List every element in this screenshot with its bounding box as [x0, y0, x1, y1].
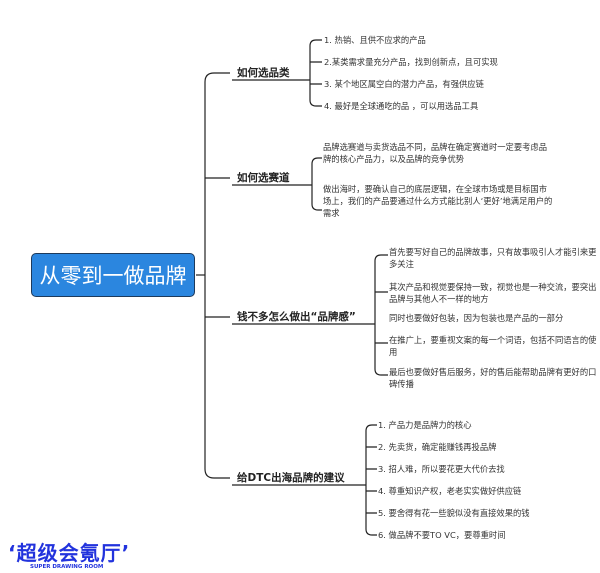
- leaf-item[interactable]: 同时也要做好包装，因为包装也是产品的一部分: [389, 313, 564, 323]
- leaf-item[interactable]: 其次产品和视觉要保持一致，视觉也是一种交流，要突出品牌与其他人不一样的地方: [389, 282, 597, 304]
- leaf-item[interactable]: 4. 尊重知识产权，老老实实做好供应链: [378, 486, 522, 496]
- leaf-item[interactable]: 3. 招人难，所以要花更大代价去找: [378, 464, 505, 474]
- logo: ‘超级会氪厅’ SUPER DRAWING ROOM: [8, 537, 130, 570]
- leaf-item[interactable]: 2.某类需求量充分产品，找到创新点，且可实现: [324, 57, 498, 67]
- leaf-item[interactable]: 4. 最好是全球通吃的品 ，可以用选品工具: [324, 101, 479, 111]
- leaf-item[interactable]: 1. 热销、且供不应求的产品: [324, 35, 426, 45]
- leaf-item[interactable]: 最后也要做好售后服务，好的售后能帮助品牌有更好的口碑传播: [389, 367, 597, 389]
- branch-product-selection[interactable]: 如何选品类: [237, 67, 290, 79]
- leaf-item[interactable]: 首先要写好自己的品牌故事，只有故事吸引人才能引来更多关注: [389, 247, 597, 269]
- leaf-item[interactable]: 3. 某个地区属空白的潜力产品，有强供应链: [324, 79, 484, 89]
- logo-cn: ‘超级会氪厅’: [8, 541, 131, 565]
- leaf-item[interactable]: 品牌选赛道与卖货选品不同，品牌在确定赛道时一定要考虑品牌的核心产品力，以及品牌的…: [323, 142, 548, 164]
- leaf-item[interactable]: 6. 做品牌不要TO VC，要尊重时间: [378, 530, 506, 540]
- leaf-item[interactable]: 在推广上，要重视文案的每一个词语，包括不同语言的使用: [389, 335, 597, 357]
- branch-dtc-advice[interactable]: 给DTC出海品牌的建议: [237, 472, 345, 484]
- logo-en: SUPER DRAWING ROOM: [30, 564, 104, 570]
- root-node[interactable]: 从零到一做品牌: [31, 253, 195, 297]
- branch-brand-feel[interactable]: 钱不多怎么做出“品牌感”: [237, 311, 356, 323]
- root-title: 从零到一做品牌: [39, 264, 187, 288]
- leaf-item[interactable]: 做出海时，要确认自己的底层逻辑，在全球市场或是目标国市场上，我们的产品要通过什么…: [323, 184, 553, 218]
- leaf-item[interactable]: 2. 先卖货，确定能赚钱再投品牌: [378, 442, 497, 452]
- branch-track-selection[interactable]: 如何选赛道: [237, 172, 290, 184]
- leaf-item[interactable]: 1. 产品力是品牌力的核心: [378, 420, 472, 430]
- leaf-item[interactable]: 5. 要舍得有花一些貌似没有直接效果的钱: [378, 508, 530, 518]
